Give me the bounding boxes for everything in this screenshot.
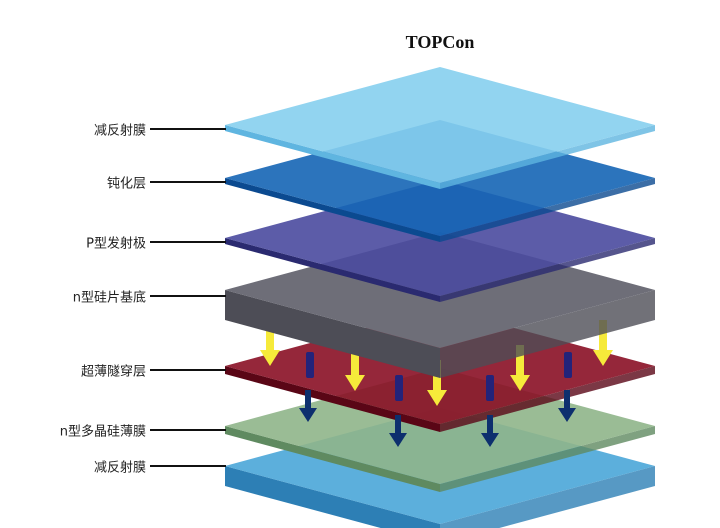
leader-line bbox=[150, 465, 226, 467]
layer-side-left bbox=[225, 238, 440, 302]
charge-carrier-bar bbox=[395, 375, 403, 401]
charge-carrier-bar bbox=[564, 352, 572, 378]
layer-side-left bbox=[225, 125, 440, 189]
layer-side-left bbox=[225, 426, 440, 492]
layer-label: P型发射极 bbox=[86, 236, 146, 252]
blue-arrow-icon bbox=[481, 415, 499, 447]
layer-side-right bbox=[440, 178, 655, 242]
layer-side-right bbox=[440, 426, 655, 492]
layer-side-right bbox=[440, 238, 655, 302]
leader-line bbox=[150, 295, 226, 297]
yellow-arrow-icon bbox=[260, 320, 280, 366]
blue-arrow-icon bbox=[389, 415, 407, 447]
layer-side-left bbox=[225, 290, 440, 378]
leader-line bbox=[150, 369, 226, 371]
layer-top-face bbox=[225, 67, 655, 183]
charge-carrier-bar bbox=[306, 352, 314, 378]
yellow-arrow-icon bbox=[345, 345, 365, 391]
layer-label: n型多晶硅薄膜 bbox=[59, 424, 146, 440]
diagram-title: TOPCon bbox=[405, 32, 475, 52]
leader-line bbox=[150, 128, 226, 130]
blue-arrow-icon bbox=[299, 390, 317, 422]
blue-arrow-icon bbox=[558, 390, 576, 422]
layer-label: 减反射膜 bbox=[93, 123, 146, 139]
layer-side-right bbox=[440, 290, 655, 378]
yellow-arrow-icon bbox=[593, 320, 613, 366]
layer-label: 超薄隧穿层 bbox=[80, 364, 146, 380]
anti-reflection-film-top bbox=[225, 67, 655, 189]
leader-line bbox=[150, 181, 226, 183]
yellow-arrow-icon bbox=[510, 345, 530, 391]
leader-line bbox=[150, 429, 226, 431]
layer-side-right bbox=[440, 466, 655, 528]
layer-label: 减反射膜 bbox=[93, 460, 146, 476]
layer-side-right bbox=[440, 366, 655, 432]
layer-label: 钝化层 bbox=[106, 176, 146, 192]
leader-line bbox=[150, 241, 226, 243]
layer-side-right bbox=[440, 125, 655, 189]
layer-side-left bbox=[225, 178, 440, 242]
layer-label: n型硅片基底 bbox=[72, 290, 146, 306]
charge-carrier-bar bbox=[486, 375, 494, 401]
layer-side-left bbox=[225, 466, 440, 528]
layer-side-left bbox=[225, 366, 440, 432]
